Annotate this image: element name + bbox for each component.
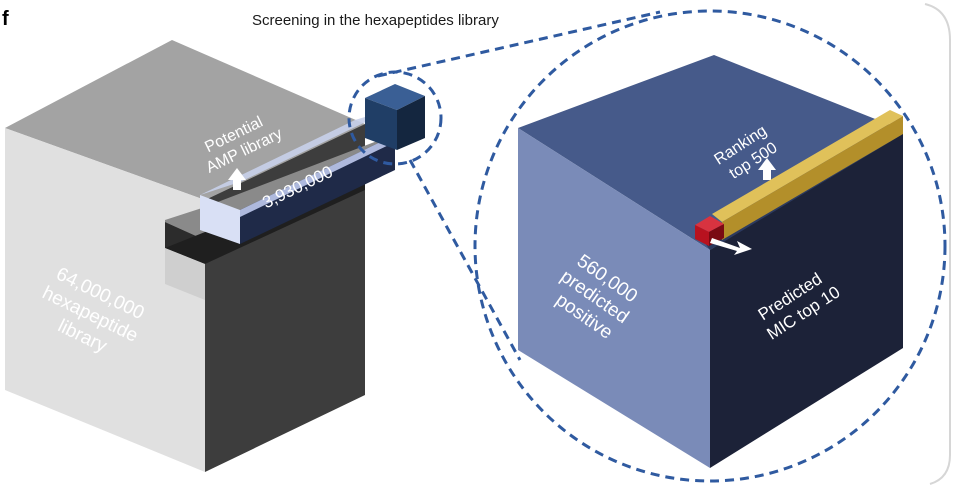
panel-label: f — [2, 8, 9, 30]
bar-side-face — [240, 135, 395, 244]
zoom-line-bottom — [408, 159, 522, 361]
big-cube: 64,000,000 hexapeptide library — [5, 40, 390, 472]
small-cube — [365, 84, 425, 150]
right-arrow-icon — [710, 238, 752, 255]
bar-side-highlight — [240, 135, 395, 217]
bar-front-face — [200, 195, 240, 244]
up-arrow-icon — [758, 158, 776, 180]
zoom-line-top — [377, 10, 661, 78]
zoom-cube-left — [518, 128, 710, 468]
small-cube-left — [365, 98, 397, 150]
notch-step — [165, 248, 205, 300]
bar-top-face — [200, 108, 395, 195]
gold-bar-top — [712, 110, 903, 222]
frame-edge — [924, 3, 951, 485]
zoom-cube-top — [518, 55, 903, 250]
large-dashed-circle — [473, 9, 947, 483]
gold-bar-side — [722, 116, 903, 240]
up-arrow-icon — [228, 168, 246, 190]
zoom-cube: 560,000 predicted positive Predicted MIC… — [518, 55, 903, 468]
red-cube-left — [695, 225, 709, 246]
red-cube-top — [695, 216, 724, 232]
small-cube-right — [397, 96, 425, 150]
big-cube-left — [5, 128, 205, 472]
diagram-title: Screening in the hexapeptides library — [252, 12, 499, 29]
zoom-callout — [347, 9, 947, 483]
potential-amp-bar: 3,930,000 Potential AMP library — [200, 108, 395, 244]
zoom-cube-right — [710, 130, 903, 468]
